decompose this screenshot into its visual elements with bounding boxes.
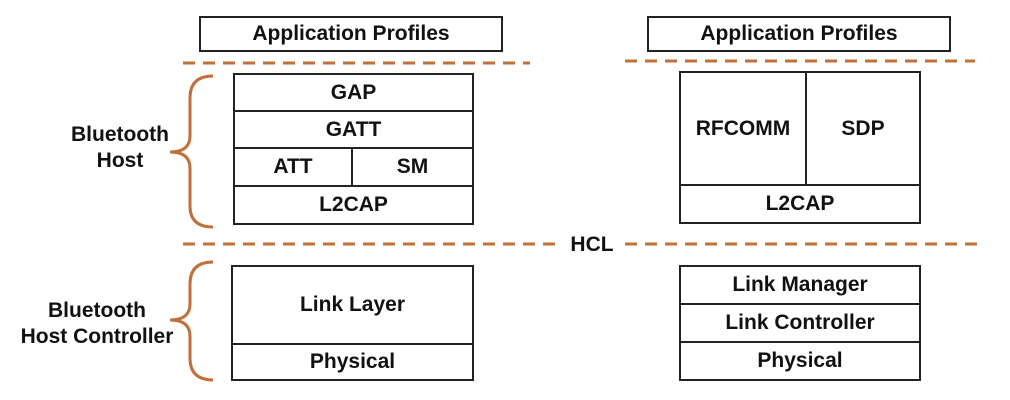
- gap-box: GAP: [233, 73, 474, 112]
- hcl-label: HCL: [570, 233, 614, 256]
- bluetooth-host-label: Bluetooth Host: [50, 122, 190, 174]
- right-physical-box: Physical: [679, 341, 921, 381]
- left-app-profiles-box: Application Profiles: [199, 16, 503, 52]
- bluetooth-host-controller-label: Bluetooth Host Controller: [2, 298, 192, 350]
- left-physical-label: Physical: [309, 350, 396, 373]
- link-controller-label: Link Controller: [725, 311, 875, 334]
- right-app-profiles-label: Application Profiles: [700, 22, 898, 45]
- controller-bracket: [169, 260, 214, 382]
- host-label-line2: Host: [96, 149, 144, 172]
- right-l2cap-box: L2CAP: [679, 184, 921, 224]
- sm-label: SM: [396, 155, 429, 178]
- sdp-label: SDP: [841, 116, 885, 140]
- right-l2cap-label: L2CAP: [765, 192, 835, 215]
- rfcomm-label: RFCOMM: [695, 116, 791, 140]
- sm-box: SM: [351, 147, 474, 187]
- controller-label-line1: Bluetooth: [48, 299, 146, 322]
- sdp-box: SDP: [805, 71, 921, 186]
- left-l2cap-box: L2CAP: [233, 185, 474, 225]
- att-box: ATT: [233, 147, 353, 187]
- gap-label: GAP: [330, 80, 377, 104]
- right-app-profiles-box: Application Profiles: [647, 16, 951, 52]
- right-physical-label: Physical: [757, 349, 843, 372]
- gatt-box: GATT: [233, 110, 474, 149]
- host-label-line1: Bluetooth: [71, 123, 169, 146]
- rfcomm-box: RFCOMM: [679, 71, 807, 186]
- link-manager-label: Link Manager: [732, 273, 868, 296]
- left-app-profiles-label: Application Profiles: [252, 22, 450, 45]
- left-l2cap-label: L2CAP: [319, 193, 388, 216]
- controller-label-line2: Host Controller: [20, 325, 174, 348]
- link-controller-box: Link Controller: [679, 303, 921, 343]
- link-layer-box: Link Layer: [231, 265, 474, 345]
- left-physical-box: Physical: [231, 343, 474, 381]
- host-bracket: [169, 74, 214, 229]
- link-manager-box: Link Manager: [679, 265, 921, 305]
- link-layer-label: Link Layer: [299, 293, 406, 316]
- att-label: ATT: [273, 155, 313, 178]
- gatt-label: GATT: [325, 117, 382, 141]
